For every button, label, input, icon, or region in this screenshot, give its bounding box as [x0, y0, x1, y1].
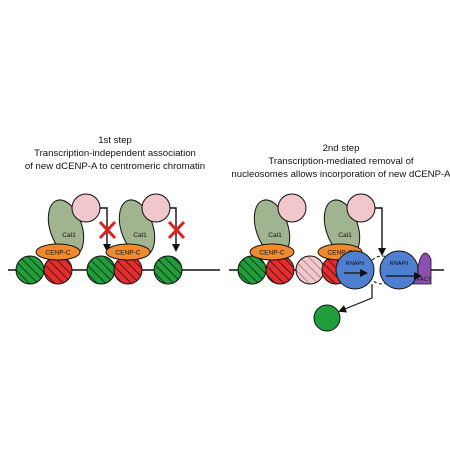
step1-cenpc-2 [105, 243, 151, 261]
step2-complex-1: Cal1 CENP-C [249, 193, 307, 261]
step2-incorporation-arrow [375, 207, 386, 256]
step2-cal1-label-2: Cal1 [338, 232, 352, 239]
step1-cal1-label-2: Cal1 [133, 232, 147, 239]
step2-complex-2: Cal1 CENP-C [317, 193, 376, 261]
step1-cenpc-1 [35, 243, 81, 261]
step1-nucleosome-h3-3 [153, 255, 183, 285]
step2-cal1-label-1: Cal1 [268, 232, 282, 239]
step1-block-x-1-stroke-b [98, 220, 117, 240]
step1-nucleosome-h3-2 [86, 255, 116, 285]
step1-panel: 1st step Transcription-independent assoc… [8, 135, 220, 285]
step1-complex-2: Cal1 CENP-C [105, 193, 186, 261]
step1-new-cenpa-2 [141, 193, 171, 223]
step1-block-x-2 [167, 220, 186, 240]
step1-cenpc-label-1: CENP-C [45, 250, 71, 257]
step2-title-line1: 2nd step [323, 143, 360, 154]
step2-rnapii-label-1: RNAPII [346, 261, 365, 267]
step1-complex-1: Cal1 CENP-C [35, 193, 117, 261]
step2-nucleosome-new-cenpa [295, 255, 325, 285]
step2-rnapii-label-2: RNAPII [390, 261, 409, 267]
step2-rnapii-1 [335, 250, 375, 290]
step1-new-cenpa-1 [71, 193, 101, 223]
step1-nucleosome-h3-1 [15, 255, 45, 285]
step2-panel: 2nd step Transcription-mediated removal … [229, 143, 450, 332]
step1-cal1-label-1: Cal1 [62, 232, 76, 239]
step1-incorporation-arrow-1 [100, 207, 111, 252]
step2-nucleosome-h3-1 [237, 255, 267, 285]
step2-cenpc-label-1: CENP-C [259, 250, 285, 257]
step1-title-line3: of new dCENP-A to centromeric chromatin [25, 161, 205, 172]
step2-rnapii-2 [379, 250, 419, 290]
step1-block-x-2-stroke-b [167, 220, 186, 240]
step2-evicted-h3-nucleosome [313, 304, 341, 332]
step2-new-cenpa-2 [346, 193, 376, 223]
step1-title-line1: 1st step [98, 135, 132, 146]
step1-block-x-1 [98, 220, 117, 240]
step2-eviction-arrow [338, 284, 373, 313]
step2-title-line2: Transcription-mediated removal of [268, 156, 414, 167]
step2-fact-label: FACT [417, 277, 432, 283]
step1-cenpc-label-2: CENP-C [115, 250, 141, 257]
step2-cenpc-1 [249, 243, 295, 261]
step2-new-cenpa-1 [277, 193, 307, 223]
step1-title-line2: Transcription-independent association [34, 148, 196, 159]
step2-cenpc-label-2: CENP-C [327, 250, 353, 257]
step2-title-line3: nucleosomes allows incorporation of new … [231, 169, 450, 180]
step1-incorporation-arrow-2 [170, 207, 180, 252]
